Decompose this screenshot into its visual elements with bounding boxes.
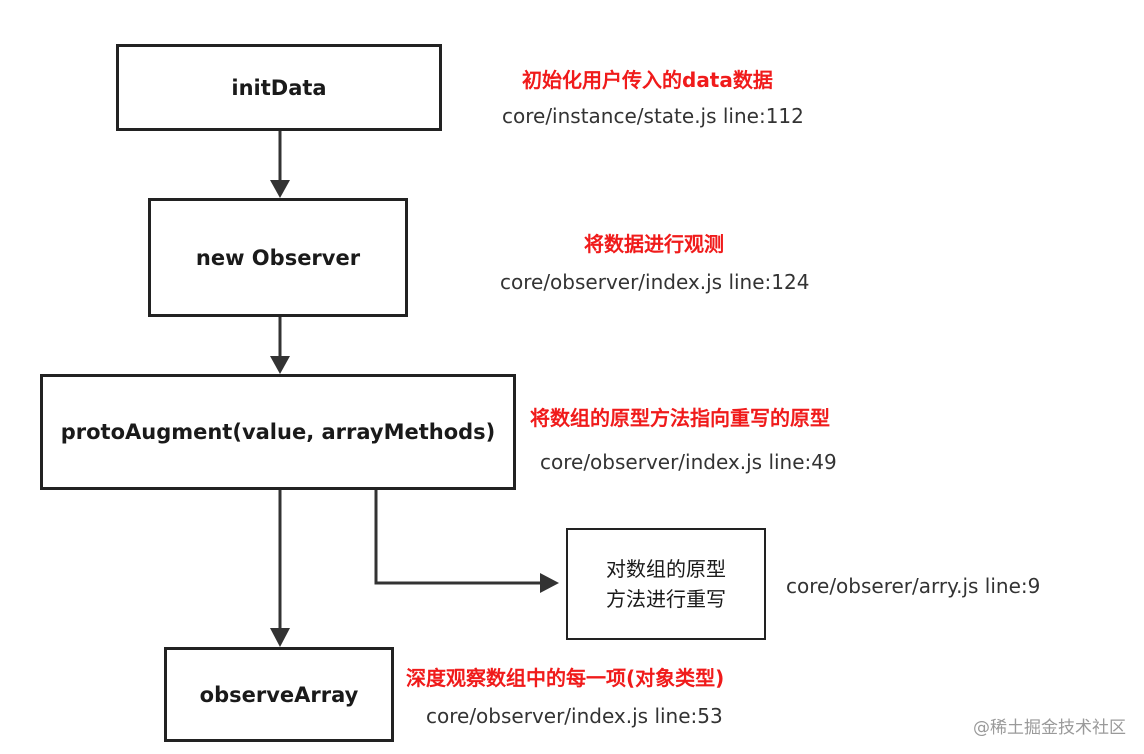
arrow-protoaugment-to-rewrite bbox=[374, 490, 548, 585]
observearray-note-path: core/observer/index.js line:53 bbox=[426, 704, 723, 728]
initdata-box: initData bbox=[116, 44, 442, 131]
rewrite-note-path: core/obserer/arry.js line:9 bbox=[786, 574, 1041, 598]
observearray-label: observeArray bbox=[199, 682, 359, 707]
initdata-note-path: core/instance/state.js line:112 bbox=[502, 104, 804, 128]
arrowhead-observer-to-protoaugment bbox=[270, 356, 290, 374]
protoaugment-note-title: 将数组的原型方法指向重写的原型 bbox=[530, 406, 830, 430]
observearray-box: observeArray bbox=[164, 647, 394, 742]
observearray-note-title: 深度观察数组中的每一项(对象类型) bbox=[406, 666, 725, 690]
new-observer-box: new Observer bbox=[148, 198, 408, 317]
watermark: @稀土掘金技术社区 bbox=[973, 718, 1126, 738]
protoaugment-label: protoAugment(value, arrayMethods) bbox=[60, 420, 496, 444]
new-observer-label: new Observer bbox=[195, 245, 361, 270]
protoaugment-note-path: core/observer/index.js line:49 bbox=[540, 450, 837, 474]
initdata-label: initData bbox=[231, 75, 327, 100]
arrowhead-protoaugment-to-observearray bbox=[270, 628, 290, 647]
arrowhead-initdata-to-observer bbox=[270, 180, 290, 198]
rewrite-label-line-1: 对数组的原型 bbox=[606, 557, 726, 581]
rewrite-box: 对数组的原型 方法进行重写 bbox=[566, 528, 766, 640]
initdata-note-title: 初始化用户传入的data数据 bbox=[522, 68, 773, 92]
new-observer-note-title: 将数据进行观测 bbox=[584, 232, 724, 256]
protoaugment-box: protoAugment(value, arrayMethods) bbox=[40, 374, 516, 490]
arrowhead-protoaugment-to-rewrite bbox=[540, 573, 559, 593]
rewrite-label-line-2: 方法进行重写 bbox=[606, 587, 726, 611]
new-observer-note-path: core/observer/index.js line:124 bbox=[500, 270, 810, 294]
